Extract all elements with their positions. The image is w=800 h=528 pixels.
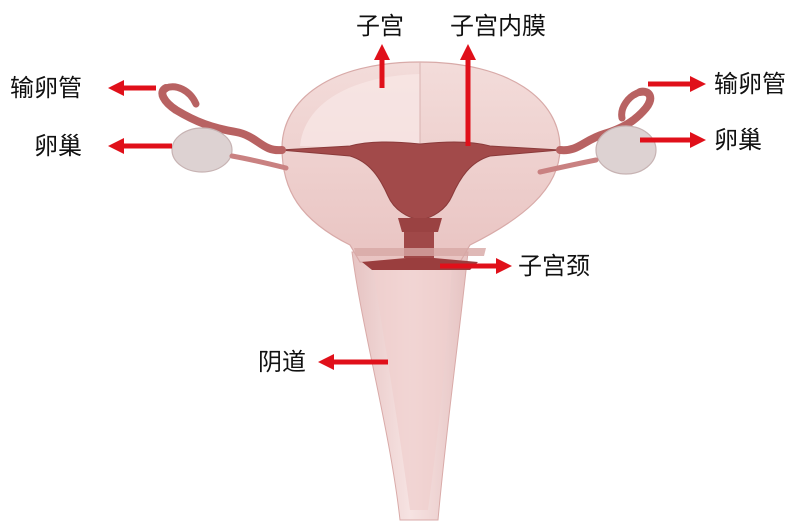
label-ovary-right: 卵巢 [714,128,762,152]
label-endometrium: 子宫内膜 [450,14,546,38]
label-fallopian-tube-left: 输卵管 [10,76,82,100]
label-uterus: 子宫 [356,14,404,38]
ovary-left [172,128,232,172]
label-fallopian-tube-right: 输卵管 [714,72,786,96]
label-vagina: 阴道 [258,350,306,374]
ovary-right [596,126,656,174]
label-cervix: 子宫颈 [518,254,590,278]
uterus-highlight [300,74,420,150]
label-ovary-left: 卵巢 [34,134,82,158]
